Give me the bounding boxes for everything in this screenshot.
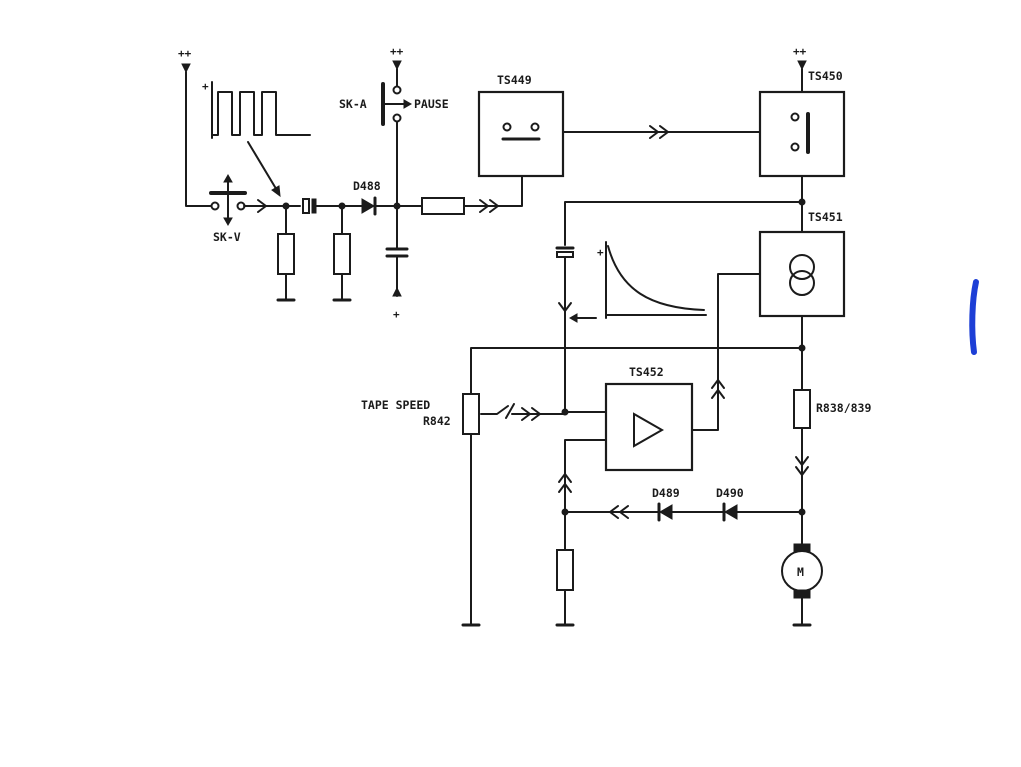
svg-text:+: + xyxy=(393,308,400,321)
sk-v-switch: SK-V xyxy=(209,173,247,244)
svg-text:+: + xyxy=(202,80,209,93)
pulse-waveform: + xyxy=(202,80,311,198)
svg-text:TS449: TS449 xyxy=(497,73,532,87)
decay-waveform: + xyxy=(568,241,707,323)
svg-text:TS450: TS450 xyxy=(808,69,843,83)
svg-text:++: ++ xyxy=(390,45,404,58)
svg-text:+: + xyxy=(597,246,604,259)
sk-a-pause-switch: SK-A PAUSE xyxy=(339,82,449,126)
svg-text:PAUSE: PAUSE xyxy=(414,97,449,111)
blue-pen-mark xyxy=(969,279,979,355)
svg-text:SK-V: SK-V xyxy=(213,230,241,244)
svg-text:D489: D489 xyxy=(652,486,680,500)
ts450-block: TS450 xyxy=(758,69,846,178)
resistor-r838-839 xyxy=(793,389,811,429)
diode-d489: D489 xyxy=(652,486,680,522)
resistor-left-2 xyxy=(333,233,351,275)
tape-speed-potentiometer: TAPE SPEED R842 xyxy=(361,393,566,435)
resistor-bottom xyxy=(556,549,574,591)
coupling-capacitor xyxy=(302,198,317,214)
svg-text:++: ++ xyxy=(178,47,192,60)
resistor-left-1 xyxy=(277,233,295,275)
capacitor-pause xyxy=(385,247,409,258)
resistor-series xyxy=(421,197,465,215)
ts449-block: TS449 xyxy=(477,73,565,178)
svg-text:TS452: TS452 xyxy=(629,365,664,379)
supply-ska-plusplus: ++ xyxy=(390,45,404,71)
svg-text:SK-A: SK-A xyxy=(339,97,367,111)
supply-left-plusplus: ++ xyxy=(178,47,192,74)
capacitor-feedback xyxy=(555,246,575,258)
diode-d488: D488 xyxy=(353,179,381,216)
motor: M xyxy=(781,543,823,599)
svg-text:TS451: TS451 xyxy=(808,210,843,224)
svg-text:M: M xyxy=(797,565,804,579)
svg-text:++: ++ xyxy=(793,45,807,58)
ts452-block: TS452 xyxy=(604,365,694,472)
svg-text:R842: R842 xyxy=(423,414,451,428)
svg-text:R838/839: R838/839 xyxy=(816,401,871,415)
svg-text:TAPE SPEED: TAPE SPEED xyxy=(361,398,430,412)
svg-text:D488: D488 xyxy=(353,179,381,193)
diode-d490: D490 xyxy=(716,486,744,522)
svg-text:D490: D490 xyxy=(716,486,744,500)
supply-ts450-plusplus: ++ xyxy=(793,45,807,71)
